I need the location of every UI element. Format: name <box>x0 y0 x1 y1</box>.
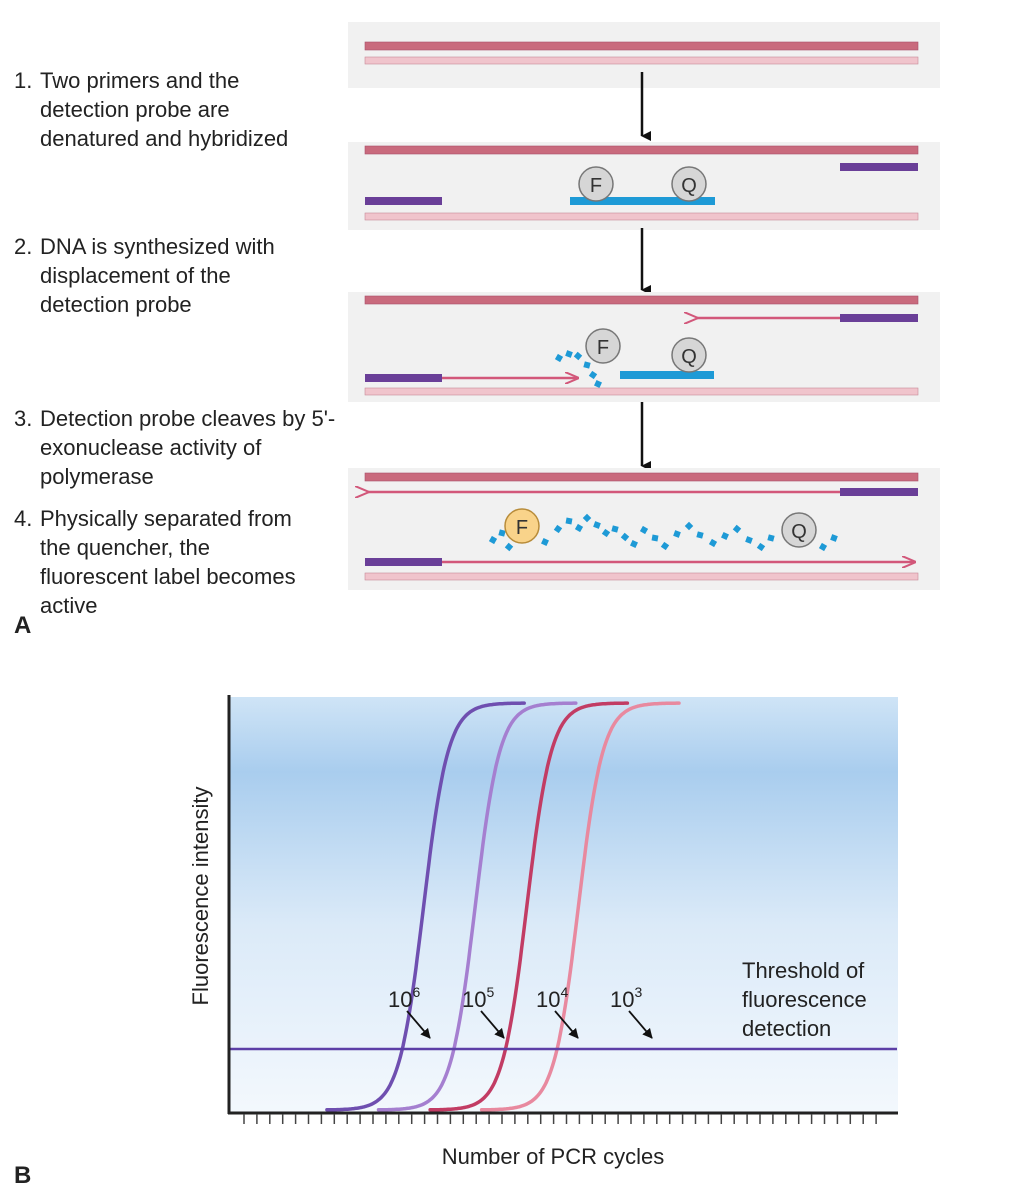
quencher-icon <box>671 337 707 373</box>
threshold-label-line-3: detection <box>742 1016 831 1041</box>
step-3-number: 3. <box>14 406 33 431</box>
detection-probe <box>570 197 715 205</box>
fluorophore-label: F <box>516 517 528 539</box>
stage-2-panel: F Q <box>348 142 940 230</box>
curve-label-base: 106 <box>388 984 420 1012</box>
stage-1-background <box>348 22 940 88</box>
probe-fragments <box>488 513 838 552</box>
step-1-number: 1. <box>14 68 33 93</box>
panel-b-letter: B <box>14 1162 32 1189</box>
reverse-primer <box>840 488 918 496</box>
step-3-text: Detection probe cleaves by 5'-exonucleas… <box>40 406 336 489</box>
dna-strand-top <box>364 145 919 155</box>
quencher-label: Q <box>681 175 697 197</box>
amplification-curve-1 <box>325 701 526 1112</box>
reverse-primer <box>840 314 918 322</box>
quencher-icon <box>671 166 707 202</box>
quencher-label: Q <box>791 521 807 543</box>
fluorophore-label: F <box>597 337 609 359</box>
step-4-number: 4. <box>14 506 33 531</box>
fluorophore-label: F <box>590 175 602 197</box>
x-axis-ticks <box>243 1114 877 1124</box>
curve-label-1e3: 103 <box>610 984 653 1039</box>
amplification-curve-3 <box>428 701 630 1112</box>
curve-label-arrow <box>554 1010 579 1039</box>
dna-strand-top <box>364 472 919 482</box>
x-axis-label: Number of PCR cycles <box>442 1144 665 1169</box>
step-2-text: DNA is synthesized with displacement of … <box>40 234 275 317</box>
dna-strand-bottom <box>364 56 919 65</box>
pcr-amplification-chart: Number of PCR cycles Fluorescence intens… <box>188 695 898 1169</box>
plot-area <box>230 697 898 1113</box>
dna-strand-bottom <box>364 212 919 221</box>
stage-3-background <box>348 292 940 402</box>
fluorophore-icon <box>578 166 614 202</box>
chart-marks <box>230 701 897 1112</box>
detection-probe <box>620 371 714 379</box>
dna-strand-bottom <box>364 387 919 396</box>
curve-label-1e6: 106 <box>388 984 431 1039</box>
dna-strand-top <box>364 41 919 51</box>
quencher-icon <box>781 512 817 548</box>
curve-label-1e4: 104 <box>536 984 579 1039</box>
quencher-label: Q <box>681 346 697 368</box>
y-axis-label: Fluorescence intensity <box>188 787 213 1006</box>
step-2-number: 2. <box>14 234 33 259</box>
curve-label-base: 105 <box>462 984 494 1012</box>
stage-3-panel: F Q <box>348 292 940 402</box>
probe-fragments <box>554 350 602 388</box>
threshold-label-line-2: fluorescence <box>742 987 867 1012</box>
reverse-primer <box>840 163 918 171</box>
dna-strand-top <box>364 295 919 305</box>
step-2: 2. DNA is synthesized with displacement … <box>14 232 344 319</box>
curve-label-arrow <box>480 1010 505 1039</box>
forward-primer <box>365 374 442 382</box>
dna-strand-bottom <box>364 572 919 581</box>
step-1-text: Two primers and the detection probe are … <box>40 68 289 151</box>
step-1: 1. Two primers and the detection probe a… <box>14 66 344 153</box>
active-fluorophore-icon <box>504 508 540 544</box>
stage-4-panel: F Q <box>348 468 940 590</box>
amplification-curve-2 <box>376 701 578 1112</box>
step-4-text: Physically separated from the quencher, … <box>40 506 296 618</box>
forward-primer <box>365 558 442 566</box>
panel-a-letter: A <box>14 612 32 639</box>
step-4: 4. Physically separated from the quenche… <box>14 504 344 620</box>
curve-label-1e5: 105 <box>462 984 505 1039</box>
curve-label-base: 103 <box>610 984 642 1012</box>
amplification-curve-4 <box>479 701 681 1112</box>
curve-label-arrow <box>406 1010 431 1039</box>
curve-label-base: 104 <box>536 984 568 1012</box>
threshold-label-line-1: Threshold of <box>742 958 865 983</box>
step-3: 3. Detection probe cleaves by 5'-exonucl… <box>14 404 344 491</box>
fluorophore-icon <box>585 328 621 364</box>
forward-primer <box>365 197 442 205</box>
stage-1-panel <box>348 22 940 88</box>
curve-label-arrow <box>628 1010 653 1039</box>
